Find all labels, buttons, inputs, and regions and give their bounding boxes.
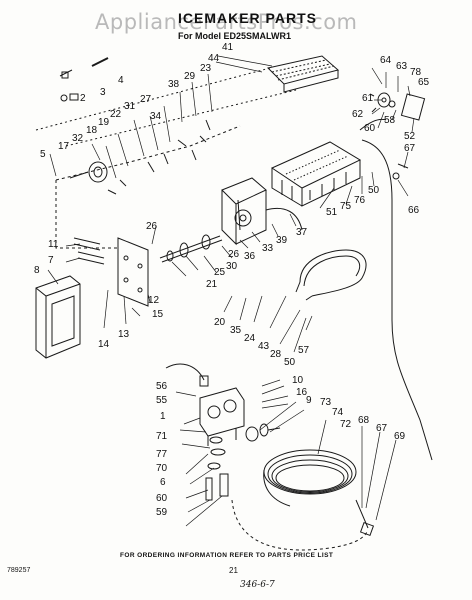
callout-64: 64 (380, 55, 392, 66)
callout-14: 14 (98, 339, 110, 350)
callout-10: 10 (292, 375, 304, 386)
callout-62: 62 (352, 109, 364, 120)
callout-39: 39 (276, 235, 288, 246)
callout-26-left: 26 (146, 221, 158, 232)
callout-13: 13 (118, 329, 130, 340)
callout-67-bottom: 67 (376, 423, 388, 434)
control-housing (221, 177, 267, 246)
callout-4: 4 (118, 75, 124, 86)
callout-16: 16 (296, 387, 308, 398)
ice-mold-body (270, 141, 362, 207)
mounting-plate (117, 237, 149, 307)
callout-8: 8 (34, 265, 40, 276)
heater-loop (295, 249, 367, 301)
callout-50-top: 50 (368, 185, 380, 196)
callout-37: 37 (296, 227, 308, 238)
coiled-water-line (263, 449, 357, 507)
callout-32: 32 (72, 133, 84, 144)
callout-65: 65 (418, 77, 430, 88)
fill-tube-wire (265, 207, 303, 231)
callout-43: 43 (258, 341, 270, 352)
callout-6: 6 (160, 477, 166, 488)
callout-77: 77 (156, 449, 168, 460)
callout-68: 68 (358, 415, 370, 426)
callout-7: 7 (48, 255, 54, 266)
callout-18: 18 (86, 125, 98, 136)
callout-34: 34 (150, 111, 162, 122)
model-line: For Model ED25SMALWR1 (178, 31, 292, 41)
callout-17: 17 (58, 141, 70, 152)
page-number: 21 (229, 566, 238, 575)
callout-72: 72 (340, 419, 352, 430)
front-cover (35, 275, 81, 359)
callout-67-top: 67 (404, 143, 416, 154)
callout-66: 66 (408, 205, 420, 216)
callout-41: 41 (222, 42, 234, 53)
callout-1: 1 (160, 411, 166, 422)
callout-52: 52 (404, 131, 416, 142)
callout-12: 12 (148, 295, 160, 306)
callout-30: 30 (226, 261, 238, 272)
callout-19: 19 (98, 117, 110, 128)
callout-36: 36 (244, 251, 256, 262)
water-line-right (361, 139, 433, 461)
callout-73: 73 (320, 397, 332, 408)
callout-27: 27 (140, 94, 152, 105)
callout-5: 5 (40, 149, 46, 160)
callout-11: 11 (48, 239, 59, 250)
callout-76: 76 (354, 195, 366, 206)
callout-61: 61 (362, 93, 374, 104)
callout-15: 15 (152, 309, 164, 320)
callout-56: 56 (156, 381, 168, 392)
water-fill-cup (369, 92, 426, 121)
motor (69, 161, 108, 183)
callout-71: 71 (156, 431, 168, 442)
callout-31: 31 (124, 101, 136, 112)
callout-59: 59 (156, 507, 168, 518)
callout-55: 55 (156, 395, 168, 406)
water-valve (199, 387, 245, 446)
callout-74: 74 (332, 407, 344, 418)
callout-22: 22 (110, 109, 122, 120)
callout-60-bottom: 60 (156, 493, 168, 504)
watermark-text: AppliancePartsPros.com (95, 10, 358, 34)
drive-shaft (159, 234, 223, 263)
callout-60-top: 60 (364, 123, 376, 134)
callout-25: 25 (214, 267, 226, 278)
callout-63: 63 (396, 61, 408, 72)
ordering-note: FOR ORDERING INFORMATION REFER TO PARTS … (120, 552, 334, 559)
page-title: ICEMAKER PARTS (178, 10, 317, 26)
callout-3: 3 (100, 87, 106, 98)
callout-75: 75 (340, 201, 352, 212)
callout-29: 29 (184, 71, 196, 82)
callout-78: 78 (410, 67, 422, 78)
ice-tray-assembly (267, 55, 340, 93)
callout-69: 69 (394, 431, 406, 442)
callout-33: 33 (262, 243, 274, 254)
callout-50-bottom: 50 (284, 357, 296, 368)
document-code: 789257 (7, 567, 31, 574)
callout-57: 57 (298, 345, 310, 356)
callout-38: 38 (168, 79, 180, 90)
callout-28: 28 (270, 349, 282, 360)
callout-2: 2 (80, 93, 86, 104)
callout-35: 35 (230, 325, 242, 336)
callout-21: 21 (206, 279, 218, 290)
callout-24: 24 (244, 333, 256, 344)
callout-51: 51 (326, 207, 338, 218)
callout-58: 58 (384, 115, 396, 126)
callout-20: 20 (214, 317, 226, 328)
callout-26-mid: 26 (228, 249, 240, 260)
callout-44: 44 (208, 53, 220, 64)
callout-9: 9 (306, 395, 312, 406)
callout-70: 70 (156, 463, 168, 474)
handwritten-mark: 346-6-7 (240, 580, 275, 590)
callout-23: 23 (200, 63, 212, 74)
